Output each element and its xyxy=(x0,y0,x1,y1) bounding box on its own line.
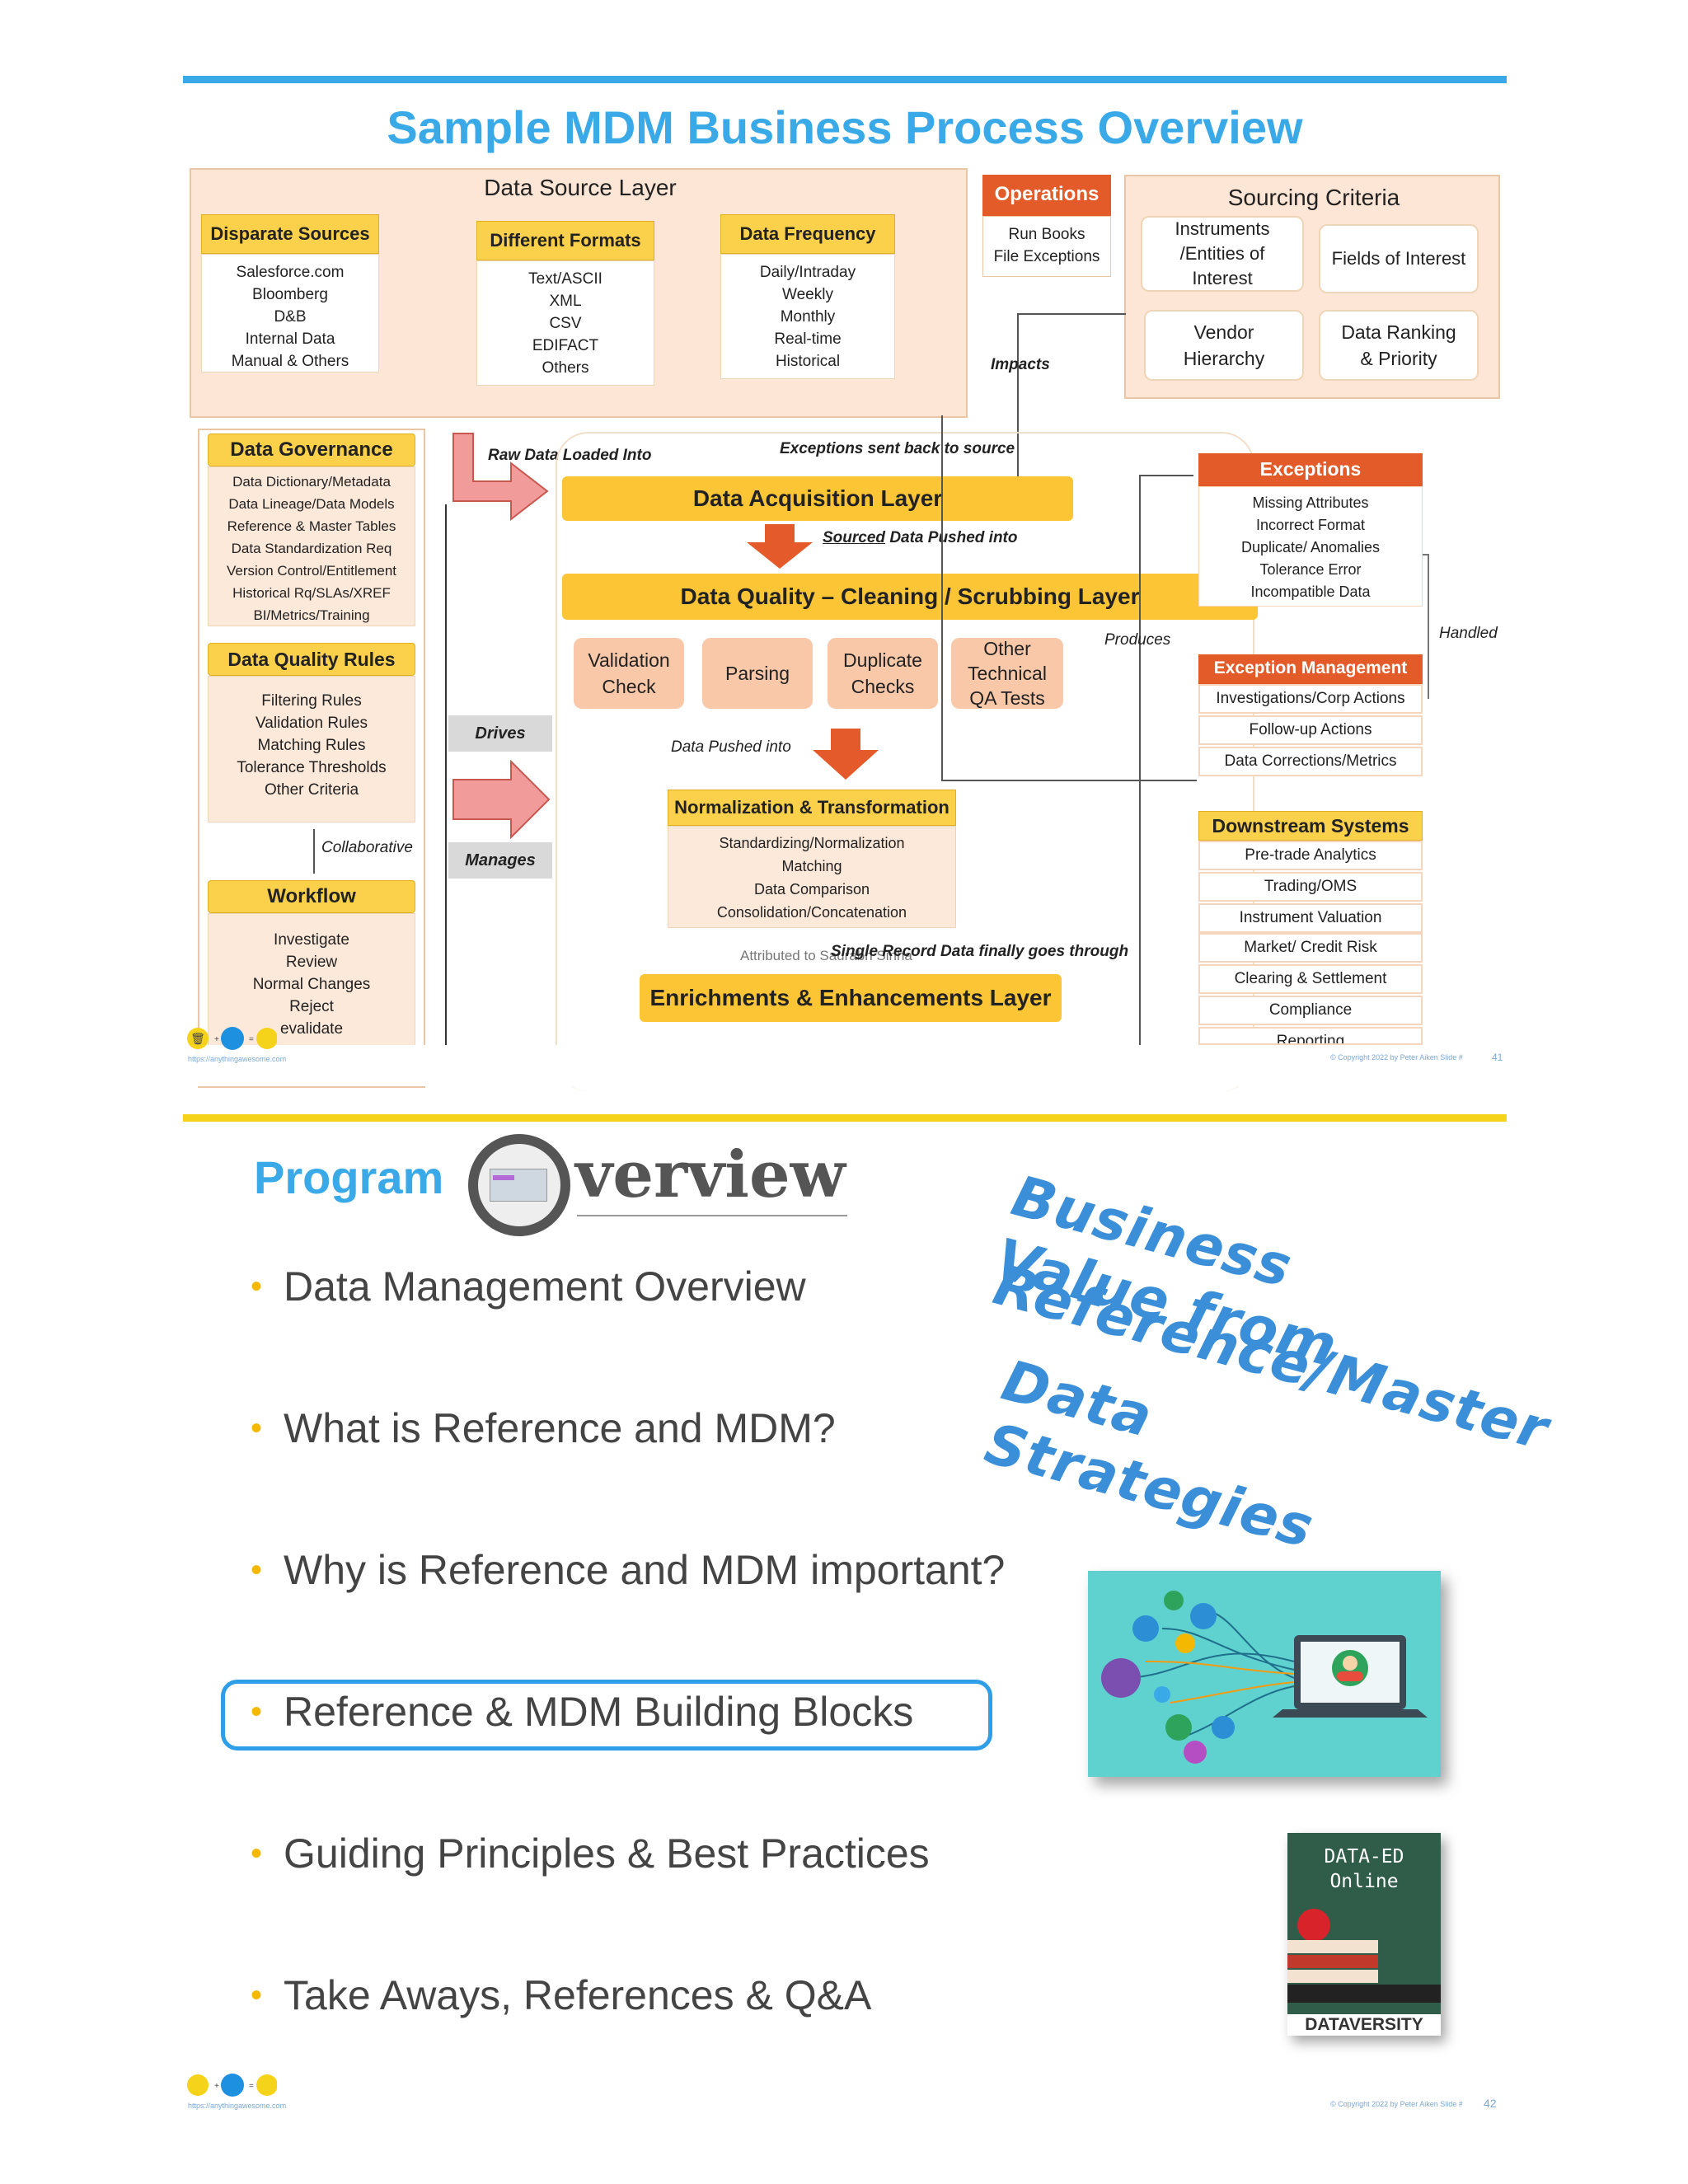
footer-url[interactable]: https://anythingawesome.com xyxy=(188,2102,287,2110)
drives-label: Drives xyxy=(448,715,552,752)
book-title: DATA-ED xyxy=(1324,1846,1404,1868)
top-accent-bar xyxy=(183,1114,1507,1122)
handled-label: Handled xyxy=(1439,625,1498,642)
disparate-sources-header: Disparate Sources xyxy=(201,214,379,254)
book-subtitle: Online xyxy=(1329,1871,1399,1892)
slide-42: Program verview •Data Management Overvie… xyxy=(183,1114,1555,2184)
footer-logo: 🗑 + = xyxy=(186,1025,278,1052)
exception-mgmt-item: Investigations/Corp Actions xyxy=(1198,684,1423,714)
downstream-item: Trading/OMS xyxy=(1198,872,1423,902)
check-validation: Validation Check xyxy=(574,638,684,709)
single-record-label: Single Record Data finally goes through xyxy=(831,943,1129,960)
data-quality-layer: Data Quality – Cleaning / Scrubbing Laye… xyxy=(562,574,1258,620)
dataversity-logo: DATAVERSITY xyxy=(1287,2014,1441,2036)
downstream-item: Instrument Valuation xyxy=(1198,903,1423,933)
svg-text:+: + xyxy=(214,1035,219,1044)
bullet-item-highlighted: •Reference & MDM Building Blocks xyxy=(251,1689,914,1735)
data-pushed-into-label: Data Pushed into xyxy=(671,738,791,756)
downstream-header: Downstream Systems xyxy=(1198,811,1423,841)
produces-label: Produces xyxy=(1104,631,1171,649)
raw-data-arrow xyxy=(452,433,549,522)
impacts-label: Impacts xyxy=(991,356,1050,373)
bullet-item: •Data Management Overview xyxy=(251,1263,806,1310)
attribution-text: Attributed to Saurabh Sinha xyxy=(740,948,912,963)
collaborative-label: Collaborative xyxy=(321,839,413,856)
footer-copyright: © Copyright 2022 by Peter Aiken Slide # xyxy=(1330,1053,1463,1062)
frequency-header: Data Frequency xyxy=(720,214,895,254)
criteria-instruments: Instruments /Entities of Interest xyxy=(1141,216,1304,292)
check-duplicate: Duplicate Checks xyxy=(828,638,938,709)
slide-title: Sample MDM Business Process Overview xyxy=(387,101,1303,153)
footer-copyright: © Copyright 2022 by Peter Aiken Slide # xyxy=(1330,2100,1463,2108)
svg-text:=: = xyxy=(249,1035,254,1044)
apple-icon xyxy=(1297,1909,1330,1942)
exception-mgmt-header: Exception Management xyxy=(1198,654,1423,684)
bullet-item: •Guiding Principles & Best Practices xyxy=(251,1830,930,1877)
formats-header: Different Formats xyxy=(476,221,654,260)
bullet-item: •Why is Reference and MDM important? xyxy=(251,1547,1006,1593)
check-parsing: Parsing xyxy=(702,638,813,709)
highlight-box xyxy=(221,1680,992,1750)
svg-text:🗑: 🗑 xyxy=(190,1032,205,1045)
exceptions-header: Exceptions xyxy=(1198,453,1423,486)
sourcing-title: Sourcing Criteria xyxy=(1227,185,1400,210)
page-number: 42 xyxy=(1484,2097,1497,2110)
data-acquisition-layer: Data Acquisition Layer xyxy=(562,476,1073,521)
operations-header: Operations xyxy=(982,175,1111,216)
governance-header: Data Governance xyxy=(208,434,415,466)
pushed-label: Data Pushed into xyxy=(889,529,1018,546)
workflow-header: Workflow xyxy=(208,880,415,913)
criteria-ranking: Data Ranking & Priority xyxy=(1319,310,1479,381)
program-title: Program xyxy=(254,1151,444,1203)
enrichments-layer: Enrichments & Enhancements Layer xyxy=(640,974,1062,1022)
exception-mgmt-item: Data Corrections/Metrics xyxy=(1198,747,1423,776)
criteria-fields: Fields of Interest xyxy=(1319,224,1479,293)
exceptions-sent-label: Exceptions sent back to source xyxy=(780,440,1015,457)
sourced-label: Sourced xyxy=(823,529,886,546)
drives-arrow xyxy=(452,760,551,839)
footer-url[interactable]: https://anythingawesome.com xyxy=(188,1055,287,1063)
svg-text:=: = xyxy=(249,2082,254,2091)
exception-mgmt-item: Follow-up Actions xyxy=(1198,715,1423,745)
manages-label: Manages xyxy=(448,842,552,879)
quality-rules-header: Data Quality Rules xyxy=(208,643,415,676)
quality-down-arrow xyxy=(813,729,879,780)
data-ed-online-image: DATA-ED Online DATAVERSITY xyxy=(1287,1833,1441,2036)
data-network-illustration xyxy=(1088,1571,1441,1777)
check-other: Other Technical QA Tests xyxy=(951,638,1063,709)
downstream-item: Market/ Credit Risk xyxy=(1198,933,1423,963)
acquisition-down-arrow xyxy=(747,524,813,569)
slide-41: Sample MDM Business Process Overview Dat… xyxy=(183,76,1507,1091)
normalization-header: Normalization & Transformation xyxy=(668,790,956,826)
top-accent-bar xyxy=(183,76,1507,83)
magnifier-icon xyxy=(468,1134,570,1236)
downstream-item: Clearing & Settlement xyxy=(1198,964,1423,994)
svg-text:+: + xyxy=(214,2082,219,2091)
bullet-item: •Take Aways, References & Q&A xyxy=(251,1972,872,2018)
overview-title: verview xyxy=(575,1137,846,1212)
page-number: 41 xyxy=(1492,1052,1503,1063)
footer-logo: += xyxy=(186,2072,278,2098)
downstream-item: Pre-trade Analytics xyxy=(1198,841,1423,870)
source-layer-title: Data Source Layer xyxy=(484,175,677,200)
downstream-item: Reporting xyxy=(1198,1027,1423,1045)
downstream-item: Compliance xyxy=(1198,996,1423,1025)
bullet-item: •What is Reference and MDM? xyxy=(251,1405,836,1451)
criteria-vendor: Vendor Hierarchy xyxy=(1144,310,1304,381)
